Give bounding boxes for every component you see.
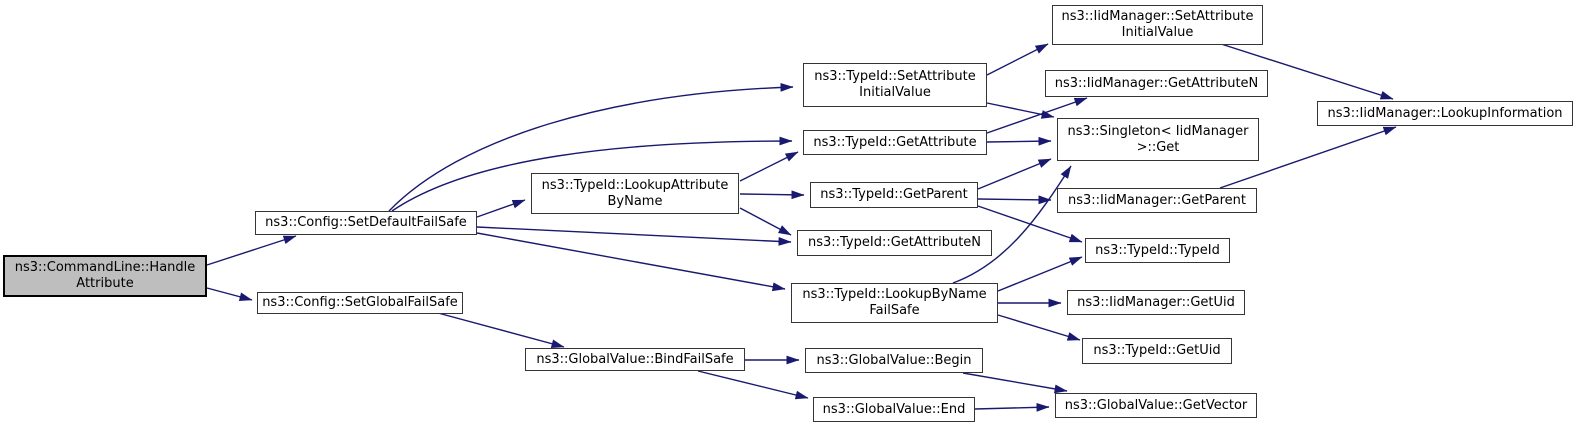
node-singleton-iid-manager-get[interactable]: ns3::Singleton< IidManager >::Get — [1057, 118, 1259, 161]
node-global-value-begin[interactable]: ns3::GlobalValue::Begin — [805, 348, 983, 373]
node-typeid-get-parent[interactable]: ns3::TypeId::GetParent — [810, 182, 978, 208]
edge-set-default-to-lookup-by-name-fail-safe — [476, 232, 786, 292]
edge-end-to-get-vector — [974, 402, 1050, 412]
edge-iid-get-parent-to-lookup-information — [1219, 126, 1397, 189]
node-typeid-get-attribute[interactable]: ns3::TypeId::GetAttribute — [803, 130, 987, 155]
edge-lookup-by-name-fail-safe-to-typeid-get-uid — [997, 314, 1081, 341]
node-typeid-lookup-by-name-fail-safe[interactable]: ns3::TypeId::LookupByName FailSafe — [791, 283, 998, 323]
node-label: ns3::IidManager::LookupInformation — [1327, 105, 1563, 121]
node-label: ns3::GlobalValue::Begin — [816, 352, 972, 368]
node-label: ns3::Config::SetDefaultFailSafe — [265, 215, 467, 230]
node-typeid-get-uid[interactable]: ns3::TypeId::GetUid — [1082, 338, 1232, 364]
node-label: ns3::TypeId::LookupByName FailSafe — [802, 287, 987, 318]
node-iid-manager-get-attribute-n[interactable]: ns3::IidManager::GetAttributeN — [1045, 70, 1268, 97]
node-typeid-typeid[interactable]: ns3::TypeId::TypeId — [1085, 238, 1230, 263]
node-label: ns3::Singleton< IidManager >::Get — [1067, 123, 1249, 155]
node-label: ns3::IidManager::SetAttribute InitialVal… — [1061, 9, 1254, 40]
edge-typeid-set-attr-iv-to-iid-set-attr-iv — [986, 43, 1049, 76]
edge-iid-set-attr-iv-to-lookup-information — [1217, 42, 1394, 100]
edge-lookup-by-name-fail-safe-to-typeid-typeid — [997, 256, 1083, 292]
node-config-set-default-fail-safe[interactable]: ns3::Config::SetDefaultFailSafe — [255, 211, 477, 235]
edge-lookup-by-name-fail-safe-to-singleton-get — [952, 165, 1072, 284]
node-iid-manager-get-uid[interactable]: ns3::IidManager::GetUid — [1067, 290, 1245, 315]
node-label: ns3::GlobalValue::End — [822, 401, 966, 417]
node-label: ns3::Config::SetGlobalFailSafe — [262, 295, 458, 310]
edge-typeid-get-parent-to-iid-get-parent — [977, 195, 1052, 205]
node-config-set-global-fail-safe[interactable]: ns3::Config::SetGlobalFailSafe — [257, 292, 463, 314]
node-command-line-handle-attribute[interactable]: ns3::CommandLine::Handle Attribute — [3, 255, 207, 297]
edge-lookup-attribute-by-name-to-typeid-get-attribute — [739, 151, 799, 182]
edge-typeid-get-attribute-to-singleton-get — [986, 136, 1052, 146]
node-label: ns3::IidManager::GetAttributeN — [1054, 75, 1259, 91]
node-iid-manager-lookup-information[interactable]: ns3::IidManager::LookupInformation — [1317, 101, 1573, 126]
edge-lookup-attribute-by-name-to-typeid-get-attribute-n — [739, 207, 792, 236]
edge-set-default-to-typeid-get-attribute — [391, 136, 793, 212]
node-iid-manager-set-attribute-initial-value[interactable]: ns3::IidManager::SetAttribute InitialVal… — [1052, 5, 1263, 45]
node-typeid-lookup-attribute-by-name[interactable]: ns3::TypeId::LookupAttribute ByName — [531, 173, 739, 214]
node-label: ns3::TypeId::TypeId — [1095, 242, 1220, 258]
edge-set-default-to-lookup-attribute-by-name — [476, 199, 526, 218]
node-label: ns3::CommandLine::Handle Attribute — [14, 260, 196, 291]
edge-handle-attribute-to-set-global-fail-safe — [206, 287, 253, 302]
node-label: ns3::TypeId::GetUid — [1093, 343, 1221, 358]
edge-handle-attribute-to-set-default-fail-safe — [206, 235, 297, 266]
node-typeid-set-attribute-initial-value[interactable]: ns3::TypeId::SetAttribute InitialValue — [803, 63, 987, 107]
node-label: ns3::TypeId::GetAttribute — [813, 134, 977, 150]
edge-begin-to-get-vector — [962, 372, 1068, 394]
edge-set-global-to-bind-fail-safe — [437, 312, 565, 348]
node-iid-manager-get-parent[interactable]: ns3::IidManager::GetParent — [1057, 188, 1257, 213]
node-label: ns3::TypeId::GetParent — [820, 187, 968, 202]
node-global-value-bind-fail-safe[interactable]: ns3::GlobalValue::BindFailSafe — [525, 348, 745, 371]
node-label: ns3::GlobalValue::GetVector — [1064, 397, 1248, 413]
node-label: ns3::IidManager::GetParent — [1067, 192, 1247, 208]
node-label: ns3::TypeId::GetAttributeN — [807, 235, 982, 250]
node-label: ns3::TypeId::LookupAttribute ByName — [541, 177, 729, 209]
edge-bind-fail-safe-to-end — [697, 370, 809, 400]
node-global-value-end[interactable]: ns3::GlobalValue::End — [813, 397, 975, 422]
edge-typeid-set-attr-iv-to-singleton-get — [986, 102, 1055, 119]
edge-set-default-to-typeid-get-attribute-n — [476, 226, 792, 246]
node-label: ns3::IidManager::GetUid — [1077, 294, 1235, 310]
node-typeid-get-attribute-n[interactable]: ns3::TypeId::GetAttributeN — [797, 230, 992, 256]
edge-lookup-attribute-by-name-to-typeid-get-parent — [739, 190, 805, 200]
edge-set-default-to-typeid-set-attribute-initial-value — [388, 83, 794, 212]
node-global-value-get-vector[interactable]: ns3::GlobalValue::GetVector — [1055, 393, 1257, 418]
node-label: ns3::GlobalValue::BindFailSafe — [536, 351, 734, 367]
node-label: ns3::TypeId::SetAttribute InitialValue — [814, 69, 976, 100]
edge-typeid-get-parent-to-singleton-get — [977, 158, 1052, 190]
edge-typeid-get-attribute-to-iid-get-attribute-n — [986, 97, 1088, 134]
